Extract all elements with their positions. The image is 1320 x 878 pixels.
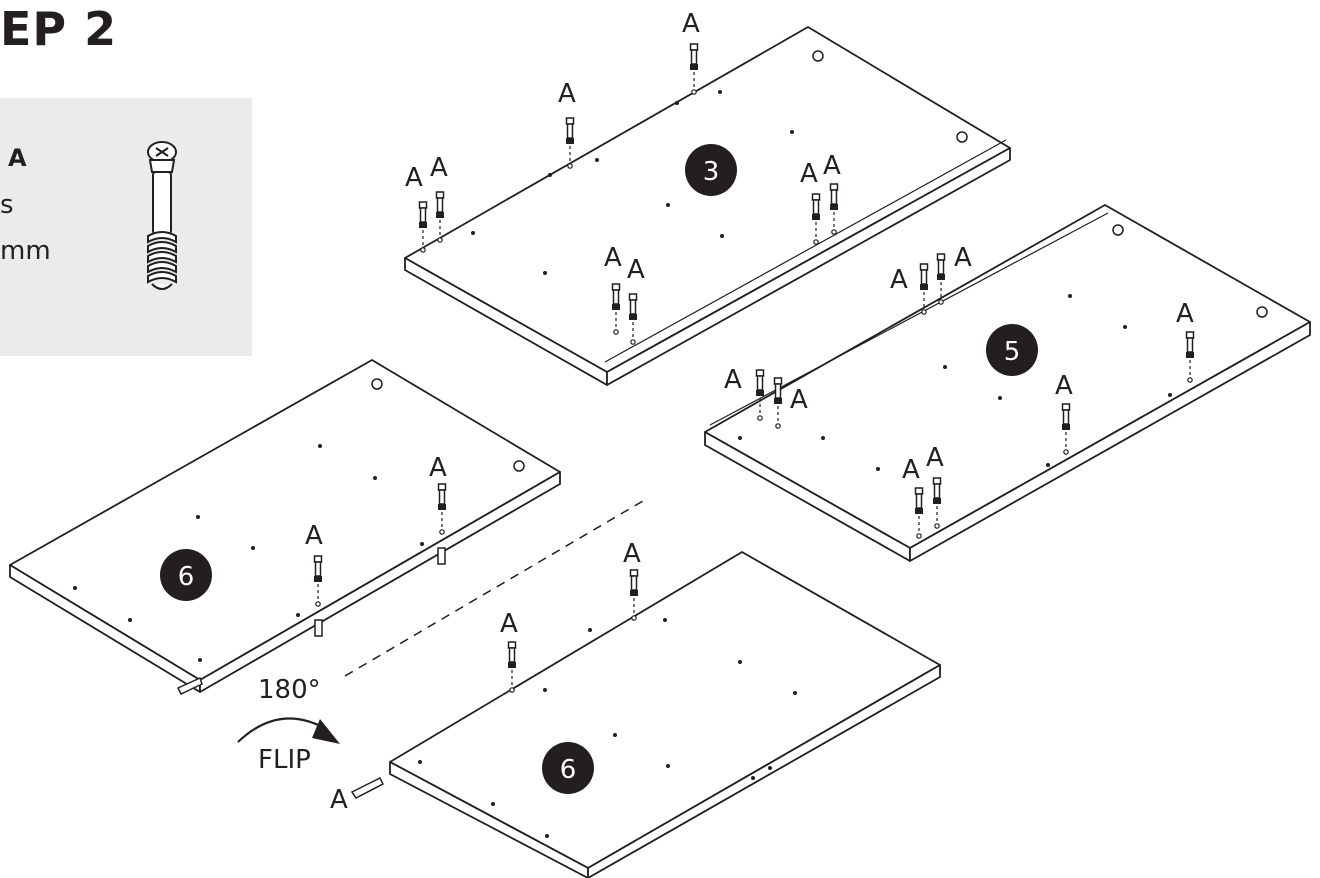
label-a: A xyxy=(305,521,323,551)
label-a: A xyxy=(500,609,518,639)
label-a: A xyxy=(682,9,700,39)
step-title: EP 2 xyxy=(0,2,118,56)
label-a: A xyxy=(429,453,447,483)
label-a: A xyxy=(558,79,576,109)
curved-arrow-icon xyxy=(237,717,340,744)
parts-legend-box: A s mm xyxy=(0,98,252,356)
label-a: A xyxy=(330,785,348,815)
cam-bolt-icon xyxy=(147,141,177,290)
panel-number-3: 3 xyxy=(703,157,720,187)
label-a: A xyxy=(1176,299,1194,329)
panel-3 xyxy=(404,26,1011,386)
panel-number-6-upper: 6 xyxy=(178,562,195,592)
part-code-label: A xyxy=(8,144,27,172)
part-quantity-label: s xyxy=(0,190,14,220)
label-a: A xyxy=(890,265,908,295)
panel-number-5: 5 xyxy=(1004,337,1021,367)
panel-6-lower xyxy=(389,551,941,878)
panel-5 xyxy=(704,204,1311,562)
rotation-angle: 180° xyxy=(258,675,321,705)
label-a: A xyxy=(926,443,944,473)
panel-number-5-badge: 5 xyxy=(986,324,1038,376)
label-a: A xyxy=(627,255,645,285)
panel-6-upper xyxy=(9,359,561,693)
label-a: A xyxy=(800,159,818,189)
flip-axis-line xyxy=(344,497,649,677)
panel-number-6-upper-badge: 6 xyxy=(160,549,212,601)
hardware-labels: A A A A A A A A A A A A A A A A A A A A … xyxy=(305,9,1194,815)
label-a: A xyxy=(902,455,920,485)
label-a: A xyxy=(430,153,448,183)
label-a: A xyxy=(724,365,742,395)
panel-number-6-lower-badge: 6 xyxy=(542,742,594,794)
protruding-bolts xyxy=(176,547,446,799)
label-a: A xyxy=(604,243,622,273)
label-a: A xyxy=(623,539,641,569)
panel-number-3-badge: 3 xyxy=(685,144,737,196)
label-a: A xyxy=(405,163,423,193)
flip-instruction: FLIP xyxy=(258,745,311,775)
label-a: A xyxy=(1055,371,1073,401)
part-size-label: mm xyxy=(0,236,51,266)
panel-number-6-lower: 6 xyxy=(560,755,577,785)
panel-hole-dots xyxy=(73,90,1172,838)
label-a: A xyxy=(823,151,841,181)
label-a: A xyxy=(790,385,808,415)
label-a: A xyxy=(954,243,972,273)
